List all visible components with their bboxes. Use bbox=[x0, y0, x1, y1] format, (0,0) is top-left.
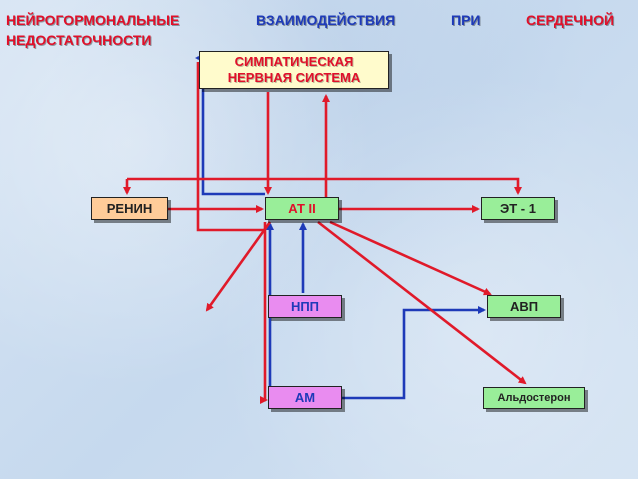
node-angiotensin-ii: АТ II bbox=[265, 197, 339, 220]
node-renin: РЕНИН bbox=[91, 197, 168, 220]
arrow-at2-to-lower-left-red bbox=[205, 221, 272, 312]
node-endothelin-1: ЭТ - 1 bbox=[481, 197, 555, 220]
arrow-at2-to-avp-red bbox=[329, 220, 492, 296]
title-word-3: ПРИ bbox=[451, 12, 481, 28]
node-aldosterone: Альдостерон bbox=[483, 387, 585, 409]
arrow-at2-to-am-red bbox=[260, 222, 268, 404]
node-vasopressin: АВП bbox=[487, 295, 561, 318]
title-word-2: ВЗАИМОДЕЙСТВИЯ bbox=[256, 12, 396, 28]
arrow-bus-to-et1-red bbox=[127, 177, 522, 195]
node-adrenomedullin: АМ bbox=[268, 386, 342, 409]
node-sns-line2: НЕРВНАЯ СИСТЕМА bbox=[227, 70, 361, 85]
node-sympathetic-nervous-system: СИМПАТИЧЕСКАЯ НЕРВНАЯ СИСТЕМА bbox=[199, 51, 389, 89]
node-sns-line1: СИМПАТИЧЕСКАЯ bbox=[234, 54, 354, 69]
title-line-2: НЕДОСТАТОЧНОСТИ bbox=[6, 32, 152, 48]
node-natriuretic-peptides: НПП bbox=[268, 295, 342, 318]
arrow-at2-to-aldosterone-red bbox=[317, 220, 527, 385]
title-word-4: СЕРДЕЧНОЙ bbox=[526, 12, 615, 28]
arrow-am-to-avp-blue bbox=[342, 306, 486, 400]
line-sns-left-red bbox=[196, 62, 265, 232]
title-word-1: НЕЙРОГОРМОНАЛЬНЫЕ bbox=[6, 12, 180, 28]
